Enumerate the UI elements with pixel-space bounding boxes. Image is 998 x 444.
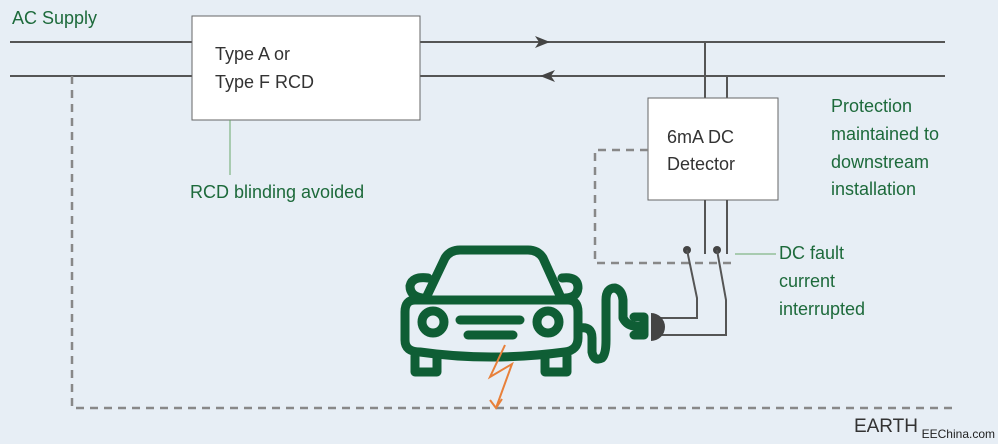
plug-icon	[651, 313, 665, 341]
rcd-box	[191, 15, 421, 121]
detector-label-2: Detector	[667, 154, 735, 174]
protection-line: maintained to	[831, 124, 939, 144]
switch-pole-1	[655, 249, 698, 319]
protection-line: downstream	[831, 152, 929, 172]
arrow-right-icon	[535, 36, 550, 48]
earth-label: EARTH	[854, 416, 918, 437]
detector-label-1: 6mA DC	[667, 127, 734, 147]
dc-fault-line: DC fault	[779, 243, 844, 263]
rcd-label-1: Type A or	[215, 44, 290, 64]
switch-pole-2	[655, 249, 727, 336]
dc-fault-line: current	[779, 271, 835, 291]
protection-line: Protection	[831, 96, 912, 116]
fault-lightning-icon	[487, 344, 514, 409]
dc-fault-line: interrupted	[779, 299, 865, 319]
electric-car-icon	[400, 245, 649, 377]
ac-supply-label: AC Supply	[12, 8, 97, 28]
rcd-note: RCD blinding avoided	[190, 182, 364, 202]
watermark: EEChina.com	[922, 427, 995, 441]
arrow-left-icon	[540, 70, 555, 82]
protection-note: Protection maintained to downstream inst…	[831, 96, 939, 199]
fault-arrowhead-icon	[489, 398, 503, 410]
protection-line: installation	[831, 179, 916, 199]
dc-fault-note: DC fault current interrupted	[779, 243, 865, 319]
rcd-label-2: Type F RCD	[215, 72, 314, 92]
detector-box	[647, 97, 779, 201]
